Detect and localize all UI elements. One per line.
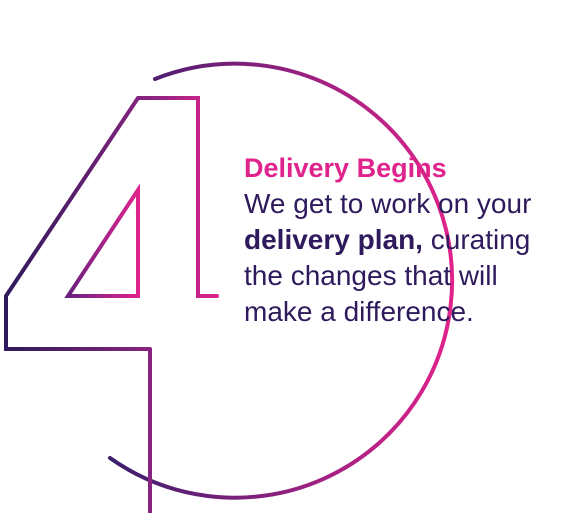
numeral-four-outline — [4, 96, 219, 513]
description-part-1: We get to work on your — [244, 188, 532, 219]
circle-outline — [108, 61, 455, 500]
description-bold: delivery plan, — [244, 224, 423, 255]
step-title: Delivery Begins — [244, 153, 447, 183]
description-part-2: curating the changes that will make a di… — [244, 224, 531, 327]
step-text: Delivery Begins We get to work on your d… — [244, 150, 564, 330]
numeral-four-inner-triangle — [64, 183, 140, 298]
step-description: We get to work on your delivery plan, cu… — [244, 186, 564, 330]
